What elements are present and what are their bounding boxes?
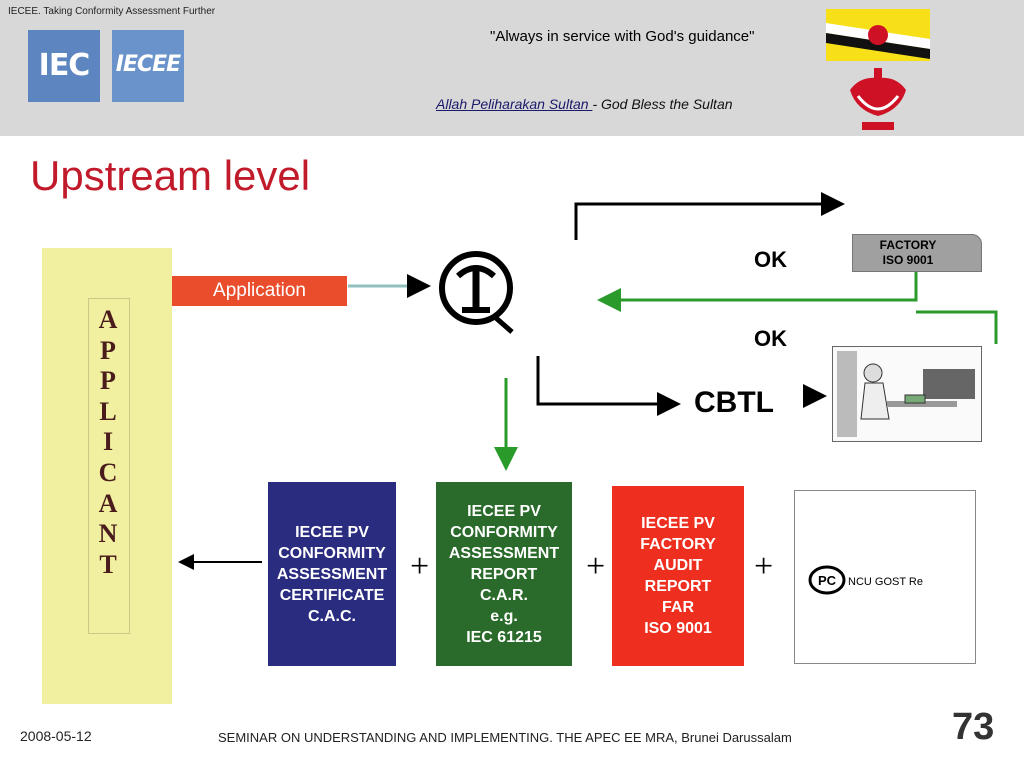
report-line: e.g. [490, 607, 518, 625]
report-line: IEC 61215 [466, 628, 542, 646]
plus-sign: + [754, 548, 774, 585]
applicant-letter: A [98, 488, 118, 518]
certificate-box: IECEE PV CONFORMITY ASSESSMENT CERTIFICA… [268, 482, 396, 666]
certificate-line: C.A.C. [308, 607, 356, 625]
subtitle-english: - God Bless the Sultan [592, 96, 733, 112]
subtitle-malay: Allah Peliharakan Sultan [436, 96, 593, 112]
applicant-letter: N [98, 519, 118, 549]
laboratory-icon [832, 346, 982, 442]
cbtl-label: CBTL [694, 386, 774, 419]
factory-line: ISO 9001 [882, 253, 934, 267]
plus-sign: + [410, 548, 430, 585]
arrow-factory-to-iecee [597, 270, 918, 312]
factory-label: FACTORY ISO 9001 [856, 238, 960, 268]
applicant-letter: A [98, 305, 118, 334]
iecee-logo-label: IECEE [115, 52, 181, 77]
applicant-letter: T [99, 549, 117, 579]
audit-line: FAR [662, 599, 694, 616]
report-box: IECEE PV CONFORMITY ASSESSMENT REPORT C.… [436, 482, 572, 666]
report-line: CONFORMITY [450, 523, 558, 541]
plus-sign: + [586, 548, 606, 585]
audit-line: AUDIT [653, 557, 703, 574]
audit-box: IECEE PV FACTORY AUDIT REPORT FAR ISO 90… [612, 486, 744, 666]
brunei-flag-icon [826, 9, 930, 61]
brunei-emblem-icon [850, 68, 906, 130]
subtitle: Allah Peliharakan Sultan - God Bless the… [436, 96, 733, 112]
applicant-letter: P [100, 366, 116, 396]
ok-label-middle: OK [754, 326, 787, 351]
applicant-label-box [88, 298, 130, 634]
audit-line: IECEE PV [641, 515, 715, 532]
application-label: Application [172, 276, 347, 306]
report-line: ASSESSMENT [448, 544, 560, 562]
arrow-lab-to-green [916, 310, 998, 344]
footer-date: 2008-05-12 [20, 728, 92, 744]
footer-seminar: SEMINAR ON UNDERSTANDING AND IMPLEMENTIN… [218, 730, 792, 745]
arrow-to-cbtl [536, 356, 681, 416]
factory-icon [852, 234, 982, 272]
arrow-to-factory [574, 192, 845, 240]
applicant-letter: I [102, 427, 114, 457]
gost-label: NCU GOST Re [848, 576, 923, 588]
iec-logo: IEC [28, 30, 100, 102]
iecee-logo: IECEE [112, 30, 184, 102]
report-line: C.A.R. [480, 586, 528, 604]
iec-logo-label: IEC [38, 48, 91, 83]
applicant-letter: P [100, 335, 116, 365]
page-number: 73 [952, 706, 995, 748]
gost-mark-icon: PC [808, 565, 846, 595]
motto-text: "Always in service with God's guidance" [490, 28, 755, 45]
certificate-line: IECEE PV [295, 523, 369, 541]
iecee-mark-icon [439, 251, 514, 334]
header-tagline: IECEE. Taking Conformity Assessment Furt… [8, 6, 216, 17]
applicant-letter: L [99, 396, 117, 426]
factory-line: FACTORY [879, 238, 937, 252]
page-title: Upstream level [30, 152, 311, 199]
certificate-line: CONFORMITY [278, 544, 386, 562]
report-line: IECEE PV [467, 502, 541, 520]
certificate-line: CERTIFICATE [279, 586, 385, 604]
audit-line: FACTORY [640, 536, 716, 553]
gost-certificate-box [794, 490, 976, 664]
applicant-letter: C [98, 457, 118, 487]
ok-label-top: OK [754, 247, 787, 272]
audit-line: ISO 9001 [644, 620, 712, 637]
report-line: REPORT [470, 565, 538, 583]
audit-line: REPORT [644, 578, 712, 595]
certificate-line: ASSESSMENT [276, 565, 388, 583]
svg-text:PC: PC [818, 573, 837, 588]
applicant-label: A P P L I C A N T [88, 305, 128, 580]
